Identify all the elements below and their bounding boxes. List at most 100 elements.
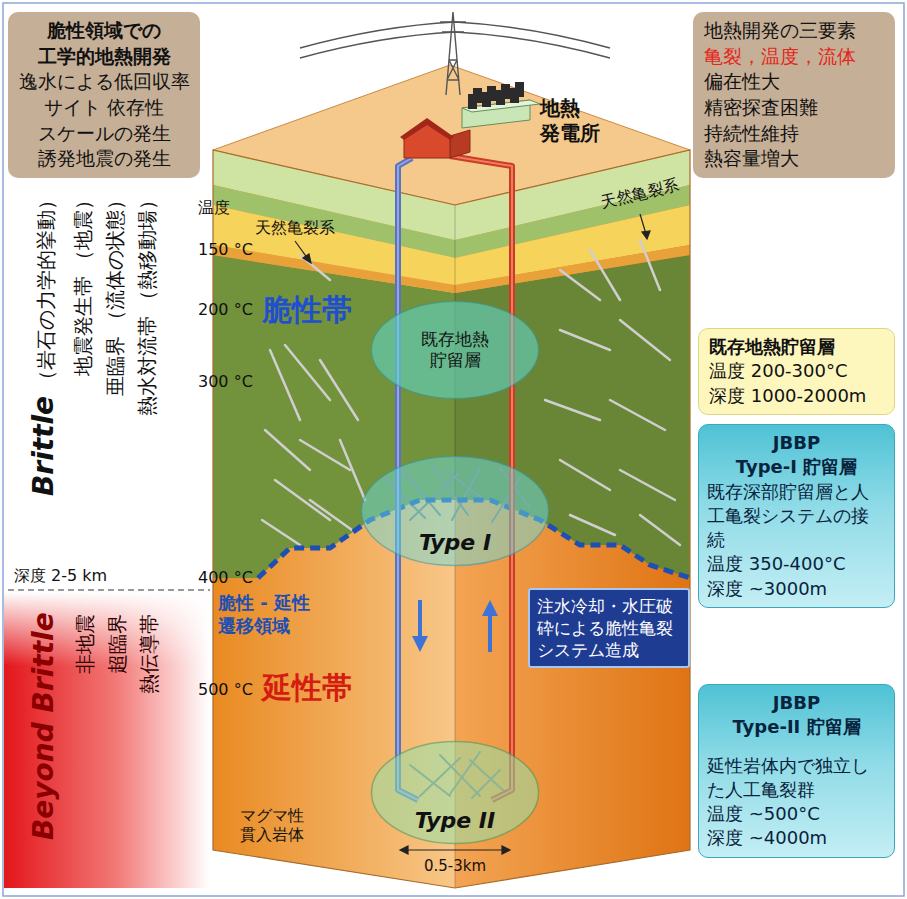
zone-label: 熱水対流帯	[135, 316, 159, 416]
dimension-label: 0.5-3km	[424, 857, 486, 875]
node-text: スケールの発生	[16, 121, 192, 147]
flow-down	[418, 600, 422, 640]
dimension-head	[502, 846, 510, 854]
rotated-column: 地震発生帯 （地震）	[72, 190, 95, 376]
fracture	[270, 350, 300, 420]
rotated-column: 熱水対流帯 （熱移動場）	[136, 190, 159, 416]
stratum-orange	[213, 245, 690, 293]
zone-note: 超臨界	[105, 614, 129, 674]
fracture	[262, 520, 300, 545]
node-text: 温度 ~500°C	[707, 802, 886, 826]
zone-label: 亜臨界	[103, 336, 127, 396]
node-text: 地熱開発の三要素	[704, 18, 887, 44]
axis-title: 温度	[198, 198, 230, 219]
reservoir-ellipse: 既存地熱 貯留層	[370, 300, 540, 400]
leader-head	[642, 231, 650, 239]
transition-label: 脆性 - 延性 遷移領域	[218, 592, 348, 637]
depth-label: 深度 2-5 km	[14, 566, 107, 587]
spec-box: JBBPType-II 貯留層延性岩体内で独立した人工亀裂群温度 ~500°C深…	[698, 684, 895, 858]
node-text: 既存深部貯留層と人工亀裂システムの接続	[707, 480, 886, 553]
node-text: JBBP	[707, 691, 886, 715]
node-text: 深度 1000-2000m	[709, 384, 886, 408]
leader-head	[303, 254, 311, 263]
frame	[3, 3, 904, 896]
rotated-column: 亜臨界 （流体の状態）	[104, 190, 127, 396]
fracture	[560, 330, 610, 350]
zone-label: Brittle	[27, 396, 60, 496]
beyond-brittle-fade	[4, 592, 210, 888]
rock-label: マグマ性 貫入岩体	[240, 806, 324, 844]
node-text: 延性岩体内で独立した人工亀裂群	[707, 754, 886, 803]
flow-up-head	[482, 600, 498, 616]
element-box: 地熱開発の三要素亀裂，温度，流体偏在性大精密探査困難持続性維持熱容量増大	[693, 12, 895, 178]
fracture	[590, 250, 620, 300]
node-text: Type-II 貯留層	[707, 715, 886, 739]
dimension-head	[400, 846, 408, 854]
node-text: 精密探査困難	[704, 95, 887, 121]
fracture	[340, 440, 365, 500]
temperature-label: 400 °C	[198, 568, 253, 587]
dimension-line	[402, 849, 508, 850]
zone-title: 脆性帯	[262, 290, 352, 331]
fracture	[545, 400, 600, 420]
node-text: 誘発地震の発生	[16, 146, 192, 172]
stratum-yellow	[213, 205, 690, 285]
fracture	[610, 400, 665, 430]
node-text: サイト 依存性	[16, 95, 192, 121]
node-text: 温度 350-400°C	[707, 552, 886, 576]
leader-line	[640, 214, 646, 234]
fracture	[620, 470, 675, 500]
temperature-label: 200 °C	[198, 300, 253, 319]
flow-down-head	[412, 636, 428, 652]
fracture	[620, 320, 670, 360]
temperature-label: 500 °C	[198, 680, 253, 699]
fracture	[285, 345, 330, 400]
rotated-column: 超臨界	[106, 614, 129, 674]
pylon	[440, 12, 466, 95]
node-text: 深度 ~3000m	[707, 577, 886, 601]
fracture	[265, 430, 310, 470]
node-text: 偏在性大	[704, 69, 887, 95]
house-roof	[400, 118, 454, 140]
zone-note: （流体の状態）	[103, 190, 127, 330]
fracture	[320, 360, 358, 420]
node-text: 熱容量増大	[704, 146, 887, 172]
rock-block	[213, 65, 690, 888]
node-text: 温度 200-300°C	[709, 359, 886, 383]
tower	[496, 90, 505, 105]
spec-box: JBBPType-I 貯留層既存深部貯留層と人工亀裂システムの接続温度 350-…	[698, 424, 895, 608]
fracture	[640, 515, 680, 545]
node-text: JBBP	[707, 431, 886, 455]
zone-note: （熱移動場）	[135, 190, 159, 310]
zone-note: 熱伝導帯	[137, 614, 161, 694]
fracture-label: 天然亀裂系	[255, 218, 335, 239]
ellipse-outline	[362, 457, 549, 566]
rotated-column: 非地震	[74, 614, 97, 674]
fracture-leaders	[295, 214, 650, 263]
node-text: 逸水による低回収率	[16, 69, 192, 95]
issue-box: 脆性領域での 工学的地熱開発逸水による低回収率サイト 依存性スケールの発生誘発地…	[8, 12, 200, 178]
node-text: 深度 ~4000m	[707, 826, 886, 850]
fracture	[310, 500, 352, 530]
zone-note: 非地震	[73, 614, 97, 674]
zone-title: 延性帯	[262, 668, 352, 709]
house-front	[404, 122, 450, 158]
reservoir-ellipse: Type II	[370, 740, 540, 845]
fracture	[275, 480, 330, 520]
zone-label: 地震発生帯	[71, 276, 95, 376]
power-plant	[400, 82, 540, 158]
node-text: Type I	[419, 530, 491, 555]
fracture	[640, 240, 660, 290]
tower	[510, 88, 519, 103]
ellipse-outline	[372, 302, 539, 399]
block-outline	[213, 150, 690, 888]
depth-line	[8, 589, 210, 591]
node-text: 持続性維持	[704, 121, 887, 147]
reservoir-ellipse: Type I	[360, 455, 550, 567]
zone-note: （地震）	[71, 190, 95, 270]
node-text: 脆性領域での 工学的地熱開発	[16, 18, 192, 69]
node-text: 既存地熱 貯留層	[410, 329, 500, 372]
node-text: Type-I 貯留層	[707, 455, 886, 479]
cooling-towers	[468, 82, 524, 109]
